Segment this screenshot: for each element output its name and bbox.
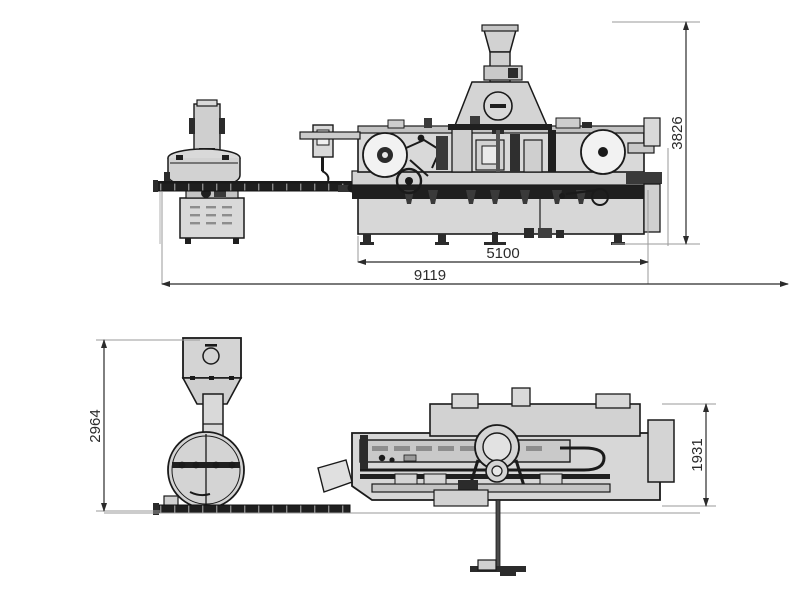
tower-bracket-left (470, 116, 480, 126)
outfeed-upper-box (643, 117, 661, 147)
plan-kettle-crossbar (172, 462, 240, 468)
wrapper-centre-stand (492, 232, 498, 244)
dim-label-3826: 3826 (669, 116, 686, 149)
wrapper-utility-boxes (524, 228, 564, 238)
plan-mixer-port-bar (205, 344, 217, 347)
plan-conveyor-end (153, 503, 159, 515)
tower-feed-pipe (496, 130, 500, 172)
forming-box-wheel (395, 167, 423, 195)
dim-label-1931: 1931 (689, 438, 706, 471)
plan-kettle-handle (189, 491, 211, 497)
plan-lower-modules (394, 473, 563, 507)
film-reel (362, 132, 408, 178)
wrapper-base-frame (357, 195, 645, 235)
kettle-fitting-a (176, 155, 183, 160)
tower-motor (508, 68, 518, 78)
plan-mixer-taper (181, 377, 243, 405)
plan-small-controls (378, 454, 417, 463)
plan-return-track (360, 446, 606, 472)
mixer-foot-right (233, 238, 239, 244)
dim-label-2964: 2964 (87, 409, 104, 442)
plan-lower-rail (371, 483, 611, 493)
plan-outfeed-block (647, 419, 675, 483)
control-panel-arm (321, 170, 330, 182)
elevation-top-accessories (387, 117, 592, 129)
dim-label-9119: 9119 (414, 267, 446, 284)
outfeed-pedestal (643, 183, 661, 233)
plan-infeed-chute (317, 459, 353, 493)
plan-mixer-port (202, 347, 220, 365)
kettle-fitting-b (222, 155, 229, 160)
plan-kettle-bolts (178, 461, 236, 469)
plan-hopper-bolts (190, 376, 234, 380)
plan-deck-box-b (595, 393, 631, 409)
wrapper-chain-pulleys (559, 188, 609, 206)
plan-deck-box-c (511, 387, 531, 407)
plan-wrapper-machine (317, 387, 675, 507)
discharge-guide (627, 142, 655, 154)
floor-support-post (470, 499, 526, 576)
kettle-tilt-arm (164, 172, 170, 188)
top-plan-view: 2964 1931 (87, 337, 716, 576)
conveyor-belt (154, 182, 361, 192)
tower-funnel (483, 29, 517, 53)
conveyor-left-end (153, 180, 158, 192)
film-reel-core (382, 152, 388, 158)
elevation-dimension-group: 5100 9119 3826 (161, 21, 789, 287)
side-elevation-view: 5100 9119 3826 (153, 21, 789, 287)
tower-support-beam (448, 124, 552, 130)
tower-funnel-rim (481, 24, 519, 32)
mixer-motor-head (193, 103, 221, 151)
mixer-motor-cap (196, 99, 218, 107)
plan-mixer-assembly (163, 337, 245, 509)
plan-deck-box-a (451, 393, 479, 409)
plan-drive-shaft (360, 474, 610, 479)
product-feed-tower (448, 24, 552, 172)
post-column (495, 499, 501, 569)
post-base-box-left (477, 559, 497, 571)
mixer-base-cabinet (179, 197, 245, 239)
mixer-column-bracket-left (189, 118, 195, 134)
mixer-foot-left (185, 238, 191, 244)
wrapper-flight-buckets (404, 190, 586, 204)
mixer-column-bracket-right (219, 118, 225, 134)
cabinet-vent-slots (190, 206, 232, 225)
outfeed-head (626, 172, 662, 184)
dim-label-5100: 5100 (486, 245, 519, 262)
conveyor-top-rail (155, 181, 360, 184)
plan-conveyor-belt (154, 504, 351, 514)
mixer-gearbox (214, 189, 226, 197)
discharge-wheel (580, 129, 626, 175)
wrapper-centre-foot (484, 242, 506, 245)
control-panel-stem (321, 157, 324, 171)
post-base-box-right (500, 570, 516, 576)
plan-rotary-sealer (468, 424, 526, 487)
plan-dimension-group: 2964 1931 (87, 339, 716, 512)
plan-wrapper-upper-deck (429, 403, 641, 437)
plan-infeed-conveyor (104, 503, 700, 515)
post-base-plate (470, 566, 526, 572)
wrapper-upper-ledge (299, 131, 361, 140)
flow-wrapper-machine (299, 117, 662, 245)
forming-box-hub (405, 177, 413, 185)
plan-lane-left-end (360, 435, 368, 469)
tower-port-bar (490, 104, 506, 108)
mixer-kettle-assembly (164, 99, 245, 244)
film-roller-a (417, 134, 425, 142)
